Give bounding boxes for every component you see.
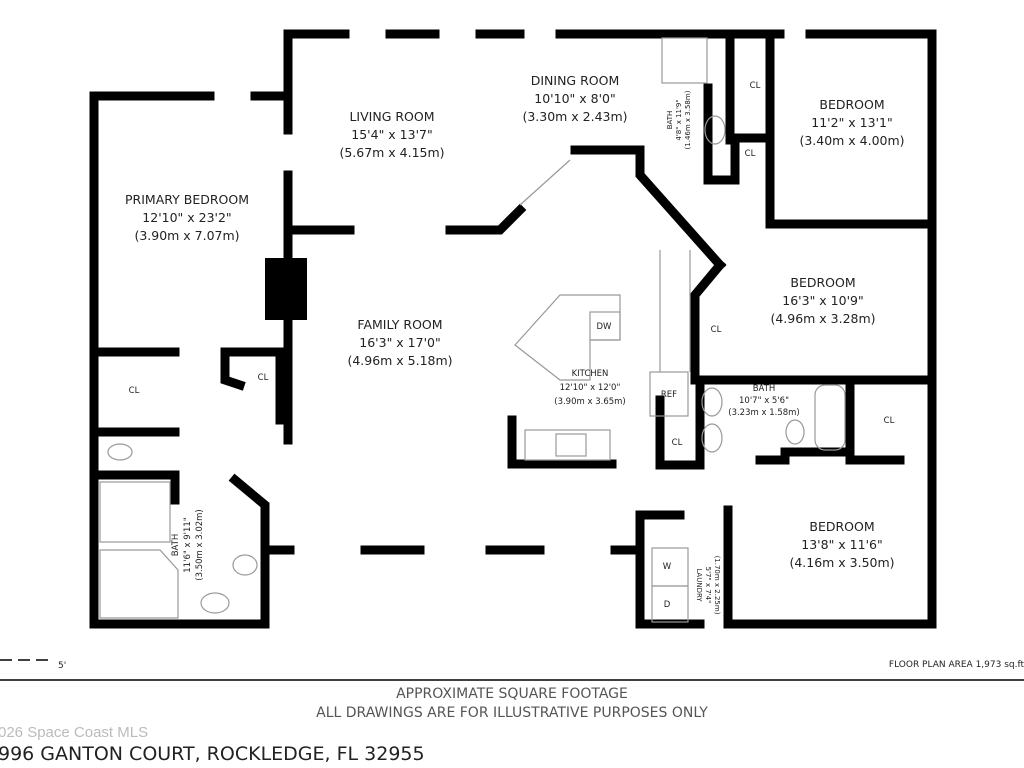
room-name: BATH (753, 384, 776, 394)
address: 996 GANTON COURT, ROCKLEDGE, FL 32955 (0, 743, 425, 765)
room-size-m: (4.96m x 3.28m) (770, 311, 875, 326)
closet-label: CL (672, 438, 683, 448)
room-name: DINING ROOM (531, 73, 620, 88)
scale-label: 5' (58, 661, 66, 671)
room-size-m: (4.96m x 5.18m) (347, 353, 452, 368)
room-name: BEDROOM (790, 275, 855, 290)
room-living-room: LIVING ROOM 15'4" x 13'7" (5.67m x 4.15m… (339, 109, 444, 160)
room-bedroom-2: BEDROOM 16'3" x 10'9" (4.96m x 3.28m) (770, 275, 875, 326)
room-size-m: (3.30m x 2.43m) (522, 109, 627, 124)
room-size-ft: 16'3" x 10'9" (782, 293, 863, 308)
room-kitchen: KITCHEN 12'10" x 12'0" (3.90m x 3.65m) (554, 369, 625, 407)
room-family-room: FAMILY ROOM 16'3" x 17'0" (4.96m x 5.18m… (347, 317, 452, 368)
floor-plan-area: FLOOR PLAN AREA 1,973 sq.ft (889, 660, 1024, 670)
room-size-m: (3.90m x 3.65m) (554, 397, 625, 407)
room-size-ft: 5'7" x 7'4" (704, 567, 712, 604)
room-dining-room: DINING ROOM 10'10" x 8'0" (3.30m x 2.43m… (522, 73, 627, 124)
washer-label: W (663, 562, 672, 572)
room-size-ft: 10'10" x 8'0" (534, 91, 615, 106)
room-name: BEDROOM (809, 519, 874, 534)
closet-label: CL (129, 386, 140, 396)
room-size-ft: 11'6" x 9'11" (183, 517, 193, 572)
refrigerator-label: REF (661, 390, 677, 400)
room-size-ft: 11'2" x 13'1" (811, 115, 892, 130)
room-name: FAMILY ROOM (357, 317, 442, 332)
closet-labels: CL CL CL CL CL CL CL (129, 81, 895, 448)
room-size-ft: 15'4" x 13'7" (351, 127, 432, 142)
room-name: LIVING ROOM (349, 109, 434, 124)
room-size-m: (3.40m x 4.00m) (799, 133, 904, 148)
dishwasher-label: DW (597, 322, 613, 332)
room-size-m: (3.23m x 1.58m) (728, 408, 799, 418)
room-name: BEDROOM (819, 97, 884, 112)
closet-label: CL (258, 373, 269, 383)
closet-label: CL (711, 325, 722, 335)
room-name: PRIMARY BEDROOM (125, 192, 249, 207)
room-size-m: (1.70m x 2.25m) (713, 556, 721, 615)
room-primary-bedroom: PRIMARY BEDROOM 12'10" x 23'2" (3.90m x … (125, 192, 249, 243)
closet-label: CL (745, 149, 756, 159)
room-bath-hall: BATH 4'8" x 11'9" (1.46m x 3.58m) (666, 90, 692, 149)
room-size-m: (4.16m x 3.50m) (789, 555, 894, 570)
room-bath-2: BATH 10'7" x 5'6" (3.23m x 1.58m) (728, 384, 799, 418)
room-name: BATH (171, 534, 181, 557)
closet-label: CL (750, 81, 761, 91)
room-bedroom-3: BEDROOM 13'8" x 11'6" (4.16m x 3.50m) (789, 519, 894, 570)
room-size-ft: 13'8" x 11'6" (801, 537, 882, 552)
room-size-m: (3.90m x 7.07m) (134, 228, 239, 243)
bath-fixtures (99, 37, 846, 623)
watermark: 026 Space Coast MLS (0, 724, 149, 741)
room-size-m: (5.67m x 4.15m) (339, 145, 444, 160)
room-size-m: (3.50m x 3.02m) (195, 509, 205, 580)
room-name: KITCHEN (572, 369, 609, 379)
room-size-ft: 12'10" x 23'2" (142, 210, 231, 225)
room-size-ft: 12'10" x 12'0" (560, 383, 621, 393)
room-size-m: (1.46m x 3.58m) (684, 90, 692, 149)
room-name: LAUNDRY (695, 568, 703, 602)
room-size-ft: 4'8" x 11'9" (675, 99, 683, 140)
room-name: BATH (666, 111, 674, 130)
walls (89, 29, 937, 629)
dryer-label: D (664, 600, 671, 610)
room-bath-primary: BATH 11'6" x 9'11" (3.50m x 3.02m) (171, 509, 205, 580)
footer-line-2: ALL DRAWINGS ARE FOR ILLUSTRATIVE PURPOS… (316, 705, 708, 721)
closet-label: CL (884, 416, 895, 426)
room-size-ft: 16'3" x 17'0" (359, 335, 440, 350)
room-laundry: LAUNDRY 5'7" x 7'4" (1.70m x 2.25m) (695, 556, 721, 615)
kitchen-fixtures (514, 159, 691, 461)
room-bedroom-1: BEDROOM 11'2" x 13'1" (3.40m x 4.00m) (799, 97, 904, 148)
room-size-ft: 10'7" x 5'6" (739, 396, 789, 406)
footer-line-1: APPROXIMATE SQUARE FOOTAGE (396, 686, 628, 702)
